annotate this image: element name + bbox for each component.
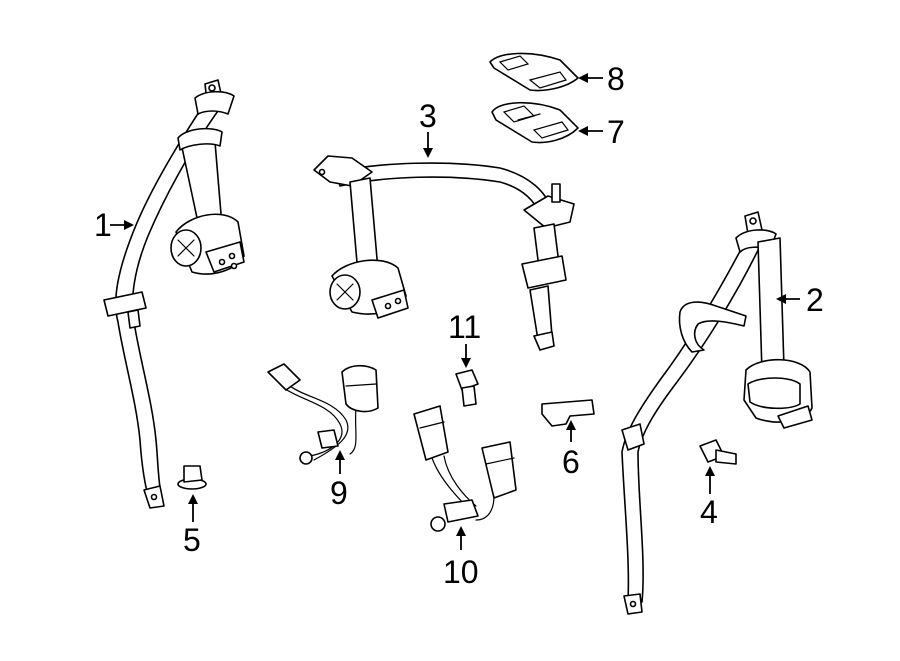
part-10-buckle xyxy=(413,405,517,532)
leaders xyxy=(110,73,800,550)
callout-3: 3 xyxy=(419,98,437,134)
part-1-left-belt xyxy=(103,79,245,509)
callout-labels: 1 2 3 4 5 6 7 8 9 10 11 xyxy=(94,61,824,590)
part-4-bolt xyxy=(699,439,737,465)
callout-6: 6 xyxy=(562,444,580,480)
callout-7: 7 xyxy=(607,114,625,150)
callout-1: 1 xyxy=(94,207,112,243)
part-11-bolt xyxy=(455,369,479,407)
callout-10: 10 xyxy=(443,554,479,590)
callout-4: 4 xyxy=(700,494,718,530)
callout-11: 11 xyxy=(448,309,481,345)
part-2-right-belt xyxy=(621,211,813,615)
part-8-pad xyxy=(489,52,579,92)
callout-2: 2 xyxy=(806,282,824,318)
part-7-pad xyxy=(491,101,579,144)
part-5-bolt xyxy=(177,465,207,490)
callout-9: 9 xyxy=(330,475,348,511)
part-6-clip xyxy=(541,399,595,427)
callout-5: 5 xyxy=(183,522,201,558)
part-3-center-belt xyxy=(313,155,575,351)
callout-8: 8 xyxy=(607,61,625,97)
part-9-harness xyxy=(267,363,379,465)
